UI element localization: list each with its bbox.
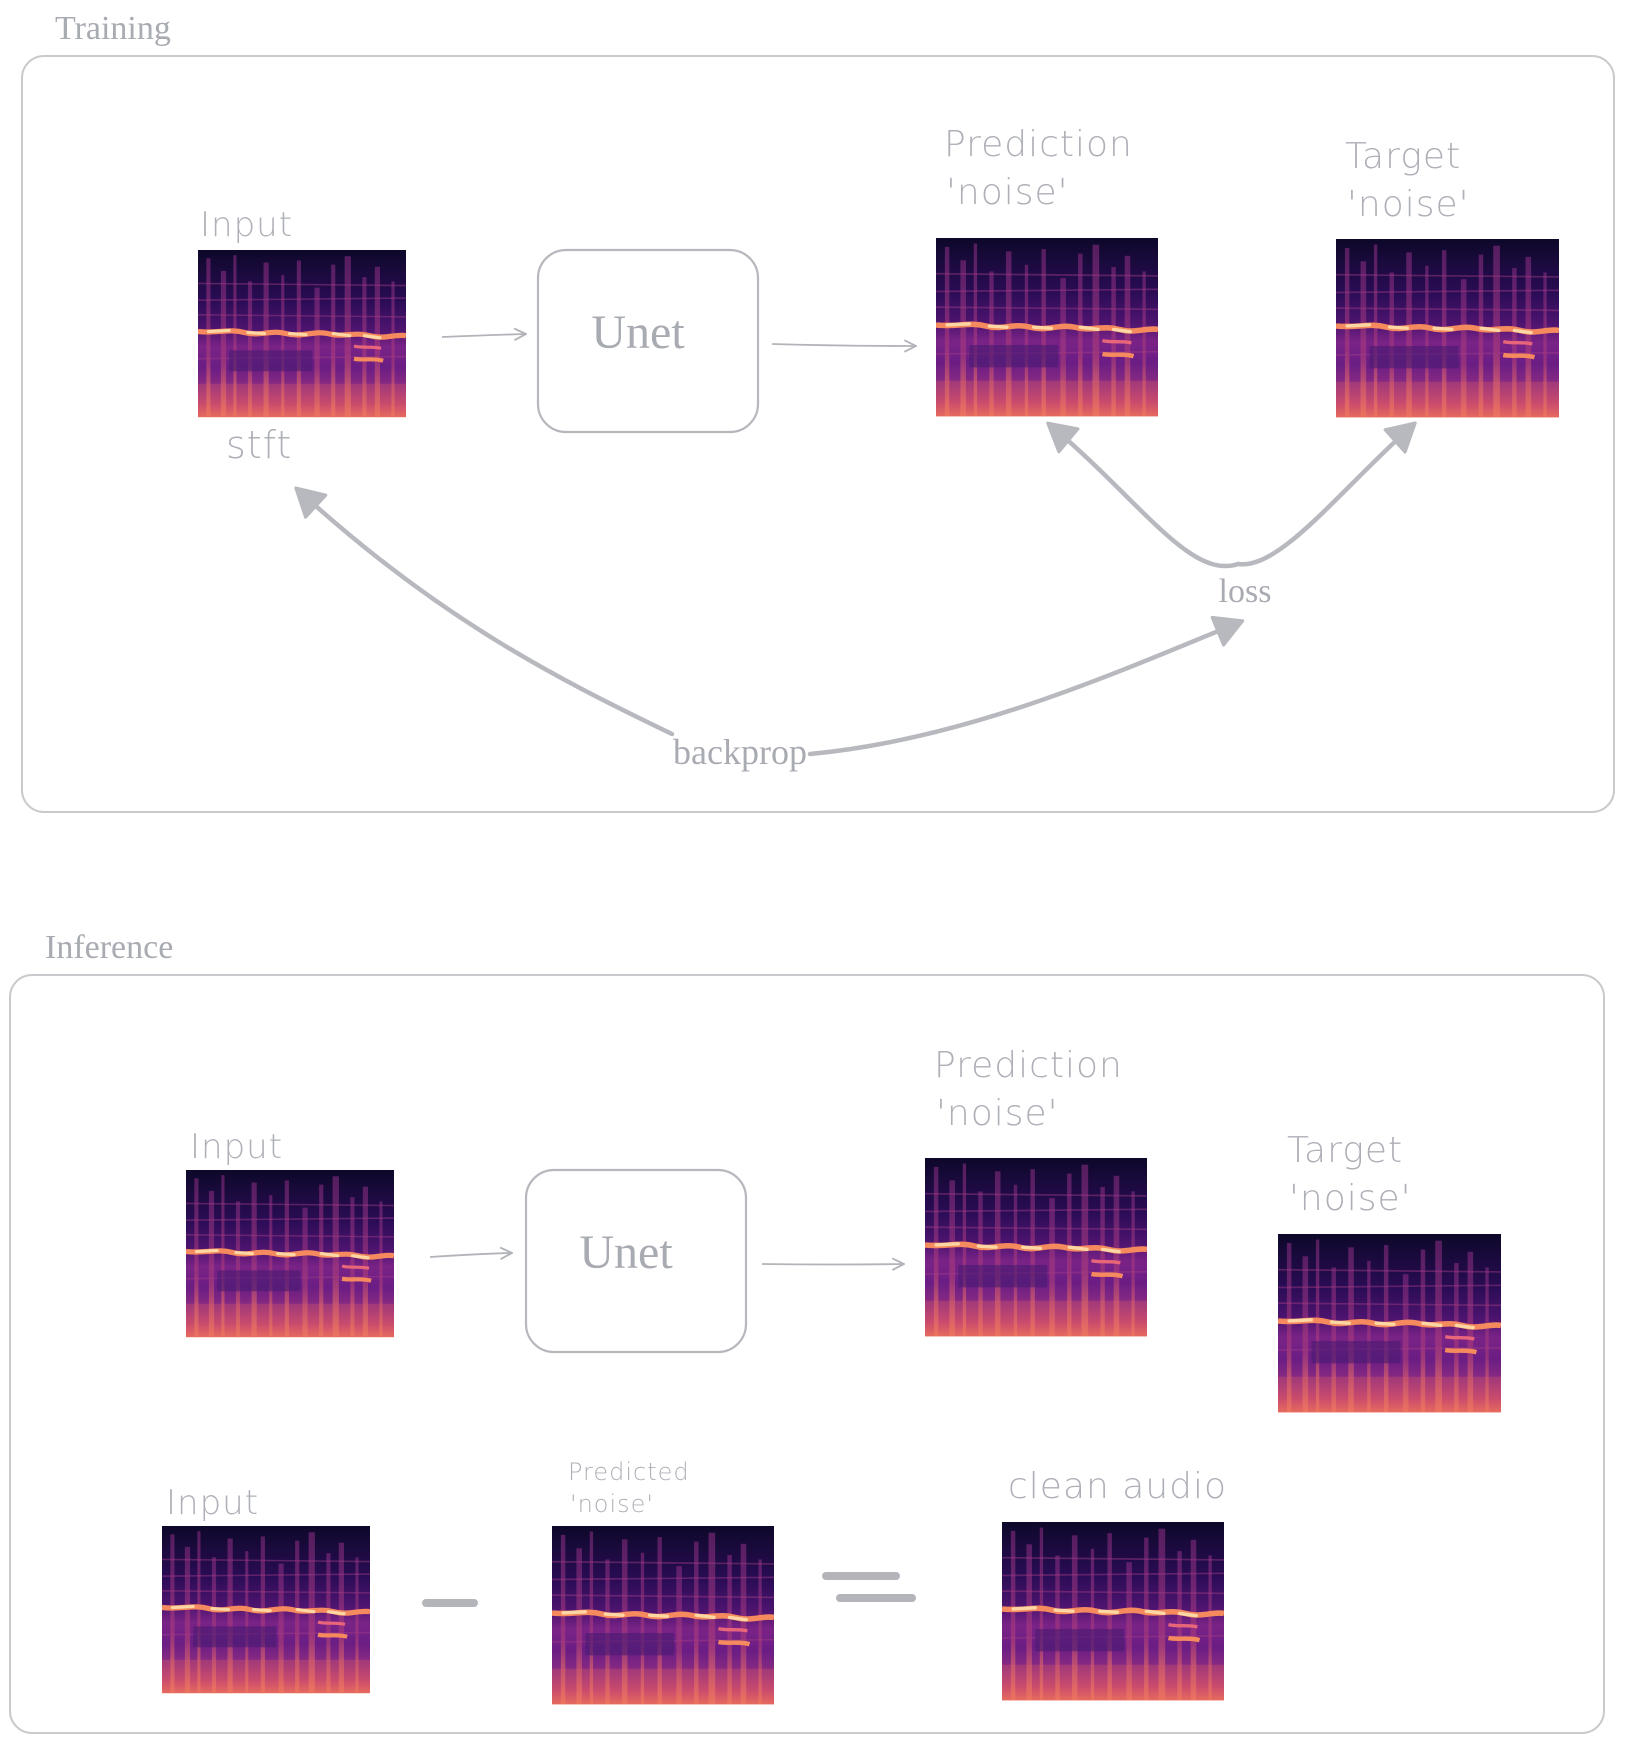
loss-label: loss (1219, 573, 1272, 610)
training-unet-label: Unet (591, 306, 685, 359)
inference-panel (9, 974, 1605, 1734)
training-prediction-spectrogram (936, 238, 1158, 416)
inference-prediction-spectrogram (925, 1158, 1147, 1336)
clean-audio-spectrogram (1002, 1522, 1224, 1700)
inference-unet-to-prediction-arrow (761, 1264, 904, 1265)
inference-target-spectrogram (1278, 1234, 1501, 1412)
training-prediction-label: Prediction (944, 124, 1133, 165)
training-target-label: Target (1345, 136, 1461, 177)
inference-target-label: Target (1287, 1130, 1403, 1171)
loss-to-target-arrow (1235, 421, 1417, 567)
equals-sign-icon (822, 1572, 916, 1602)
inference-unet-label: Unet (579, 1226, 673, 1279)
training-prediction-noise-label: 'noise' (946, 172, 1069, 213)
training-unet-box (536, 248, 760, 434)
inference-section-title: Inference (45, 929, 173, 966)
training-section-title: Training (55, 10, 171, 47)
inference-target-noise-label: 'noise' (1289, 1178, 1412, 1219)
training-input-label: Input (200, 205, 293, 245)
predicted-noise-spectrogram (552, 1526, 774, 1704)
predicted-noise-quote-label: 'noise' (570, 1490, 654, 1518)
subtract-input-label: Input (166, 1483, 259, 1523)
training-input-spectrogram (198, 250, 406, 417)
backprop-to-loss-arrow (807, 615, 1245, 757)
backprop-to-stft-arrow (294, 486, 675, 737)
training-target-spectrogram (1336, 239, 1559, 417)
input-to-unet-arrow (441, 334, 526, 337)
inference-input-to-unet-arrow (429, 1253, 512, 1257)
training-section: Training Input stft Unet Prediction 'noi… (21, 10, 1615, 813)
predicted-noise-label: Predicted (568, 1458, 690, 1486)
backprop-label: backprop (673, 732, 807, 772)
training-target-noise-label: 'noise' (1347, 184, 1470, 225)
unet-to-prediction-arrow (771, 344, 916, 346)
stft-label: stft (226, 423, 292, 467)
loss-to-prediction-arrow (1046, 421, 1241, 569)
training-panel (21, 55, 1615, 813)
inference-unet-box (524, 1168, 748, 1354)
inference-prediction-noise-label: 'noise' (936, 1093, 1059, 1134)
inference-prediction-label: Prediction (934, 1045, 1123, 1086)
subtract-input-spectrogram (162, 1526, 370, 1693)
inference-section: Inference Input Unet Prediction 'noise' … (9, 929, 1605, 1734)
inference-input-spectrogram (186, 1170, 394, 1337)
inference-input-label: Input (190, 1127, 283, 1167)
clean-audio-label: clean audio (1008, 1466, 1227, 1507)
